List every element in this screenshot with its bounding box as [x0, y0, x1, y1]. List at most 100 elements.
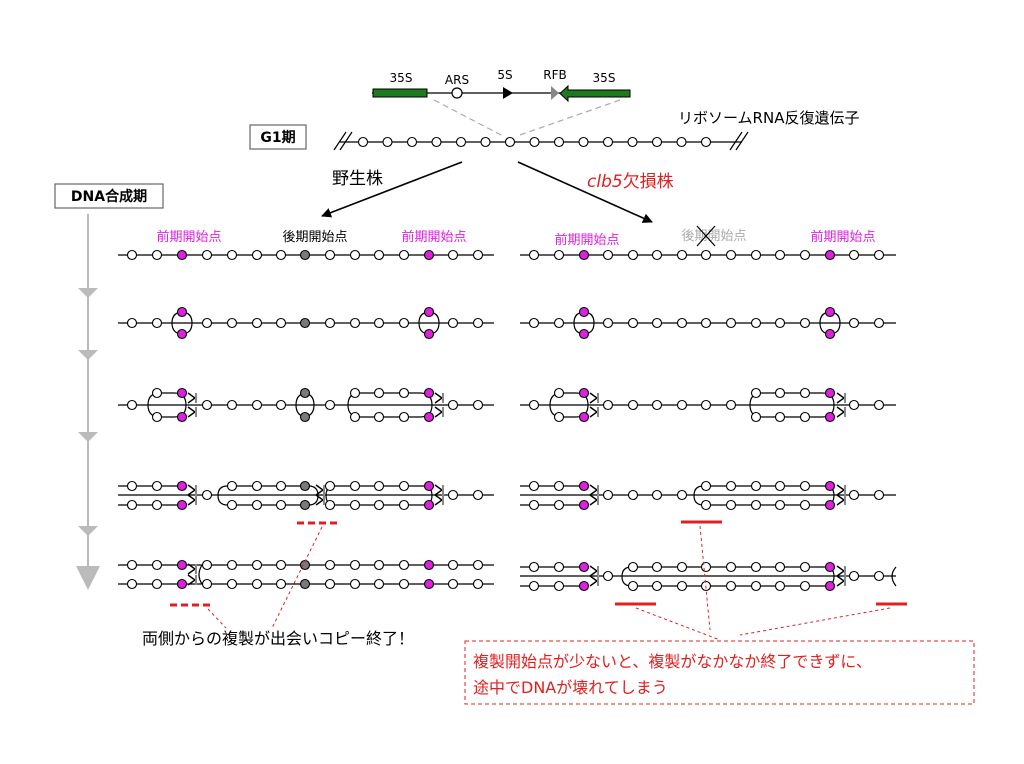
rdna-unit-marker	[553, 499, 565, 511]
rdna-unit-marker	[553, 561, 565, 573]
g1-phase-box: G1期	[249, 124, 307, 150]
rdna-unit-marker	[423, 249, 435, 261]
rdna-unit-marker	[275, 249, 287, 261]
rdna-unit-marker	[373, 559, 385, 571]
rdna-unit-marker	[151, 387, 163, 399]
fork-stall-icon	[187, 406, 197, 418]
rdna-unit-marker	[398, 559, 410, 571]
rdna-unit-marker	[447, 399, 459, 411]
rdna-unit-marker	[651, 399, 663, 411]
rdna-unit-marker	[299, 411, 311, 423]
fork-stall-icon	[589, 484, 599, 496]
rdna-unit-marker	[676, 489, 688, 501]
mutant-panel	[520, 249, 897, 592]
rdna-unit-marker	[126, 499, 138, 511]
rdna-unit-marker	[824, 249, 836, 261]
rdna-unit-marker	[423, 306, 435, 318]
rdna-unit-marker	[201, 249, 213, 261]
rdna-unit-marker	[553, 136, 565, 148]
rdna-unit-marker	[349, 499, 361, 511]
label-rfb: RFB	[543, 68, 566, 82]
rdna-unit-marker	[349, 578, 361, 590]
rdna-unit-marker	[578, 136, 589, 148]
rdna-unit-marker	[423, 411, 435, 423]
rdna-unit-marker	[126, 317, 138, 329]
rdna-unit-marker	[126, 578, 138, 590]
rdna-unit-marker	[627, 136, 638, 148]
rdna-unit-marker	[349, 249, 361, 261]
rdna-unit-marker	[848, 489, 860, 501]
g1-rdna-array	[333, 131, 749, 151]
mut-late-origin-label-deleted: 後期開始点	[681, 229, 746, 244]
rdna-unit-marker	[151, 411, 163, 423]
rdna-unit-marker	[824, 499, 836, 511]
rdna-unit-marker	[528, 317, 540, 329]
rdna-unit-marker	[126, 480, 138, 492]
gene-35s-left	[372, 88, 428, 98]
rdna-unit-marker	[824, 561, 836, 573]
rdna-unit-marker	[151, 559, 163, 571]
gene-35s-right	[559, 84, 631, 103]
svg-text:DNA合成期: DNA合成期	[71, 188, 147, 205]
label-35s-left: 35S	[390, 71, 413, 85]
fork-stall-icon	[434, 406, 444, 418]
rdna-unit-marker	[472, 489, 484, 501]
rdna-unit-marker	[423, 328, 435, 340]
rdna-unit-marker	[774, 387, 786, 399]
rdna-unit-marker	[799, 480, 811, 492]
rdna-unit-marker	[578, 561, 590, 573]
rdna-unit-marker	[750, 580, 762, 592]
rdna-unit-marker	[824, 328, 836, 340]
rdna-unit-marker	[602, 570, 614, 582]
rdna-unit-marker	[799, 317, 811, 329]
rdna-unit-marker	[553, 387, 565, 399]
arrow-wild-type	[321, 161, 463, 218]
rdna-unit-marker	[848, 249, 860, 261]
wt-late-origin-label: 後期開始点	[282, 230, 347, 245]
rdna-unit-marker	[349, 559, 361, 571]
rdna-unit-marker	[725, 249, 737, 261]
rdna-unit-marker	[423, 387, 435, 399]
rdna-unit-marker	[226, 399, 238, 411]
rdna-unit-marker	[275, 559, 287, 571]
rdna-unit-marker	[275, 480, 287, 492]
rdna-unit-marker	[324, 399, 336, 411]
fork-stall-icon	[434, 392, 444, 404]
rdna-unit-marker	[472, 578, 484, 590]
rdna-unit-marker	[373, 499, 385, 511]
rdna-unit-marker	[602, 317, 614, 329]
rdna-unit-marker	[251, 559, 263, 571]
label-5s: 5S	[497, 68, 512, 82]
rdna-unit-marker	[651, 317, 663, 329]
rdna-unit-marker	[251, 578, 263, 590]
rdna-unit-marker	[126, 399, 138, 411]
rdna-unit-marker	[750, 317, 762, 329]
rdna-unit-marker	[151, 317, 163, 329]
rdna-unit-marker	[676, 317, 688, 329]
rdna-unit-marker	[627, 249, 639, 261]
rdna-unit-marker	[602, 399, 614, 411]
rdna-unit: 35S ARS 5S RFB 35S	[372, 68, 631, 137]
rdna-unit-marker	[447, 578, 459, 590]
rdna-unit-marker	[627, 399, 639, 411]
gene-5s-arrowhead	[503, 87, 513, 99]
mutant-caption-line2: 途中でDNAが壊れてしまう	[473, 678, 668, 697]
rdna-unit-marker	[472, 317, 484, 329]
rdna-unit-marker	[676, 561, 688, 573]
rdna-unit-marker	[774, 249, 786, 261]
rdna-unit-marker	[423, 578, 435, 590]
replication-bubble	[693, 485, 835, 506]
rdna-unit-marker	[627, 317, 639, 329]
rdna-unit-marker	[799, 580, 811, 592]
breakage-marks	[615, 520, 907, 606]
rdna-unit-marker	[373, 317, 385, 329]
late-origin-cross-icon	[696, 225, 716, 247]
fork-stall-icon	[836, 406, 846, 418]
rdna-unit-marker	[602, 136, 614, 148]
rdna-unit-marker	[226, 480, 238, 492]
rdna-unit-marker	[799, 411, 811, 423]
rdna-unit-marker	[799, 249, 811, 261]
rdna-unit-marker	[373, 411, 385, 423]
wild-type-caption: 両側からの複製が出会いコピー終了！	[142, 629, 414, 648]
